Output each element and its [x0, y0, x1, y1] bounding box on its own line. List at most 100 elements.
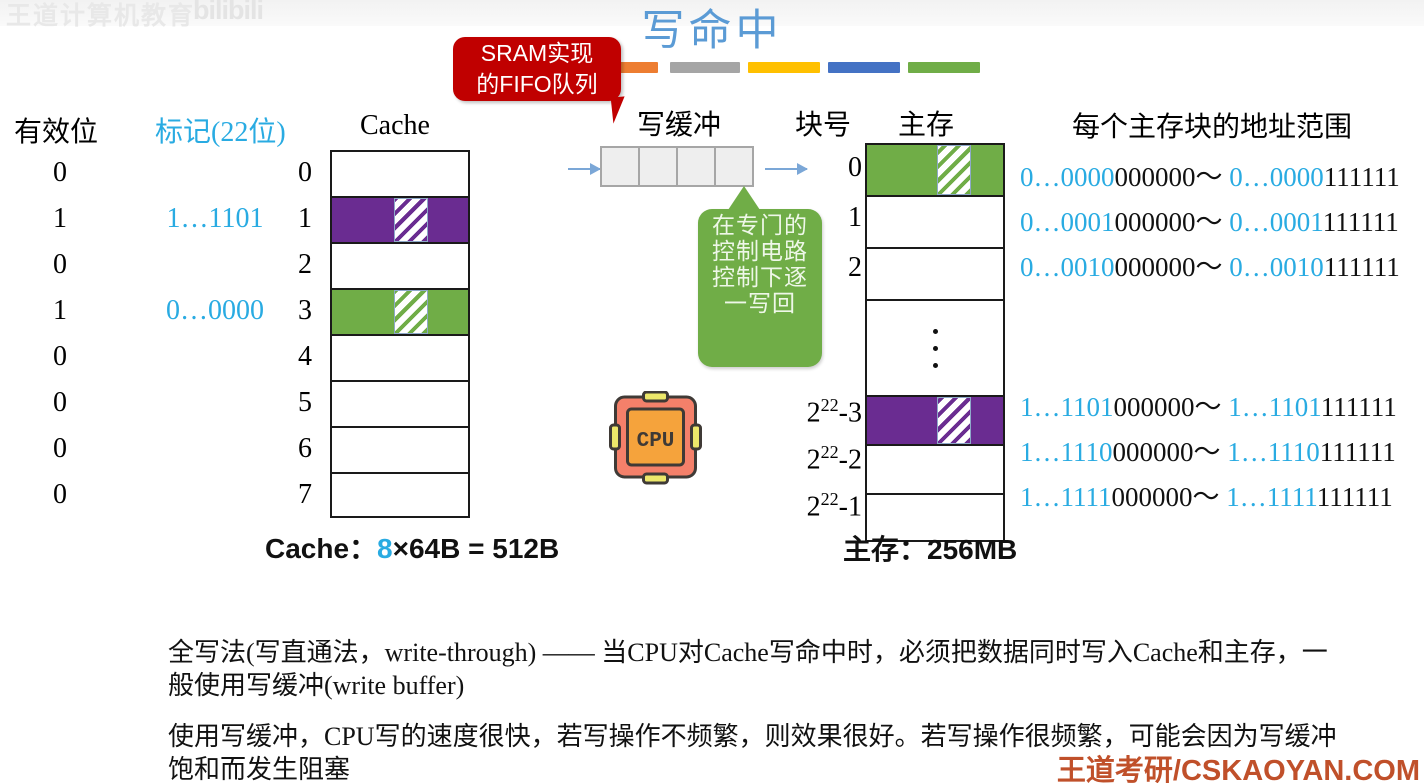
- memory-block-6: [865, 493, 1005, 542]
- addr-tag-start: 1…1101: [1020, 392, 1114, 422]
- cache-line-3: [330, 288, 470, 334]
- addr-tag-end: 1…1110: [1227, 437, 1320, 467]
- writeback-callout-text: 在专门的控制电路控制下逐一写回: [712, 213, 808, 316]
- header-cache: Cache: [360, 110, 430, 141]
- header-address-range: 每个主存块的地址范围: [1072, 112, 1353, 143]
- bar-gray: [670, 62, 740, 73]
- tag-value-1: 1…1101: [166, 203, 264, 234]
- memory-block-label-6: 222-1: [806, 488, 862, 522]
- paragraph-write-through: 全写法(写直通法，write-through) —— 当CPU对Cache写命中…: [168, 638, 1328, 700]
- addr-tag-start: 1…1111: [1020, 482, 1112, 512]
- addr-tag-end: 0…0010: [1229, 252, 1324, 282]
- cache-word-highlight: [394, 198, 428, 242]
- cache-index-7: 7: [298, 479, 312, 510]
- cache-line-2: [330, 242, 470, 288]
- memory-word-highlight: [937, 145, 971, 195]
- valid-bit-2: 0: [53, 249, 67, 280]
- cache-line-0: [330, 150, 470, 196]
- bottom-watermark: 王道考研/CSKAOYAN.COM: [1056, 755, 1420, 783]
- sram-callout-line2: 的FIFO队列: [476, 71, 598, 97]
- cache-caption-count: 8: [377, 533, 393, 564]
- write-buffer-slot-3: [714, 146, 754, 187]
- main-memory-table: [865, 143, 1005, 542]
- memory-block-label-4: 222-3: [806, 394, 862, 428]
- cache-index-4: 4: [298, 341, 312, 372]
- valid-bit-5: 0: [53, 387, 67, 418]
- memory-block-3: [865, 299, 1005, 395]
- addr-offset-start: 000000: [1114, 252, 1196, 282]
- vertical-ellipsis: [867, 301, 1003, 395]
- address-range-3: 1…1101000000～ 1…1101111111: [1020, 385, 1397, 424]
- bar-yellow: [748, 62, 820, 73]
- addr-separator: ～: [1192, 482, 1227, 512]
- cache-caption-label: Cache：: [265, 533, 378, 564]
- write-buffer-slot-2: [676, 146, 716, 187]
- valid-bit-6: 0: [53, 433, 67, 464]
- valid-bit-1: 1: [53, 203, 67, 234]
- callout-tail-up: [728, 186, 760, 210]
- addr-offset-start: 000000: [1114, 207, 1196, 237]
- addr-separator: ～: [1195, 207, 1230, 237]
- memory-block-5: [865, 444, 1005, 493]
- addr-tag-start: 0…0010: [1020, 252, 1115, 282]
- header-main-memory: 主存: [898, 110, 955, 141]
- cache-size-caption: Cache：8×64B = 512B: [265, 527, 559, 567]
- sram-callout-line1: SRAM实现: [480, 40, 594, 66]
- addr-offset-start: 000000: [1113, 392, 1195, 422]
- tag-value-3: 0…0000: [166, 295, 264, 326]
- bar-green: [908, 62, 980, 73]
- decorative-color-bars: [620, 62, 980, 74]
- addr-tag-start: 0…0000: [1020, 162, 1115, 192]
- top-watermark-bar: 王道计算机教育 bilibili: [0, 0, 1424, 30]
- addr-separator: ～: [1195, 162, 1230, 192]
- memory-word-highlight: [937, 397, 971, 444]
- addr-offset-end: 111111: [1323, 162, 1400, 192]
- paragraph-write-buffer: 使用写缓冲，CPU写的速度很快，若写操作不频繁，则效果很好。若写操作很频繁，可能…: [168, 722, 1337, 783]
- memory-block-label-0: 0: [848, 152, 862, 183]
- memory-block-label-5: 222-2: [806, 441, 862, 475]
- addr-offset-end: 111111: [1323, 207, 1399, 237]
- addr-tag-end: 0…0000: [1229, 162, 1324, 192]
- header-valid-bit: 有效位: [14, 117, 99, 148]
- valid-bit-0: 0: [53, 157, 67, 188]
- sram-fifo-callout: SRAM实现 的FIFO队列: [453, 37, 628, 124]
- address-range-2: 0…0010000000～ 0…0010111111: [1020, 245, 1400, 284]
- addr-separator: ～: [1195, 252, 1230, 282]
- address-range-5: 1…1111000000～ 1…1111111111: [1020, 475, 1393, 514]
- memory-block-label-2: 2: [848, 252, 862, 283]
- bilibili-watermark: bilibili: [193, 0, 264, 25]
- addr-offset-end: 111111: [1317, 482, 1393, 512]
- address-range-0: 0…0000000000～ 0…0000111111: [1020, 155, 1400, 194]
- cache-index-1: 1: [298, 203, 312, 234]
- memory-block-0: [865, 143, 1005, 195]
- cache-index-0: 0: [298, 157, 312, 188]
- address-range-4: 1…1110000000～ 1…1110111111: [1020, 430, 1396, 469]
- header-write-buffer: 写缓冲: [637, 110, 722, 141]
- write-buffer-slot-0: [600, 146, 640, 187]
- addr-offset-start: 000000: [1111, 482, 1193, 512]
- arrow-into-write-buffer: [568, 163, 601, 175]
- addr-tag-end: 1…1101: [1228, 392, 1322, 422]
- addr-tag-start: 0…0001: [1020, 207, 1115, 237]
- addr-offset-end: 111111: [1319, 437, 1396, 467]
- cache-index-6: 6: [298, 433, 312, 464]
- addr-separator: ～: [1194, 392, 1229, 422]
- valid-bit-7: 0: [53, 479, 67, 510]
- header-tag: 标记(22位): [155, 117, 286, 148]
- addr-tag-end: 0…0001: [1229, 207, 1324, 237]
- header-block-number: 块号: [795, 110, 852, 141]
- watermark-course-text: 王道计算机教育: [6, 2, 196, 30]
- cache-word-highlight: [394, 290, 428, 334]
- write-buffer: [600, 146, 754, 187]
- cache-line-1: [330, 196, 470, 242]
- valid-bit-3: 1: [53, 295, 67, 326]
- cache-line-6: [330, 426, 470, 472]
- memory-block-4: [865, 395, 1005, 444]
- cache-line-7: [330, 472, 470, 518]
- cache-table: [330, 150, 470, 518]
- cpu-label: CPU: [637, 430, 675, 453]
- addr-tag-end: 1…1111: [1226, 482, 1318, 512]
- addr-offset-start: 000000: [1112, 437, 1194, 467]
- memory-size-caption: 主存：256MB: [843, 534, 1018, 565]
